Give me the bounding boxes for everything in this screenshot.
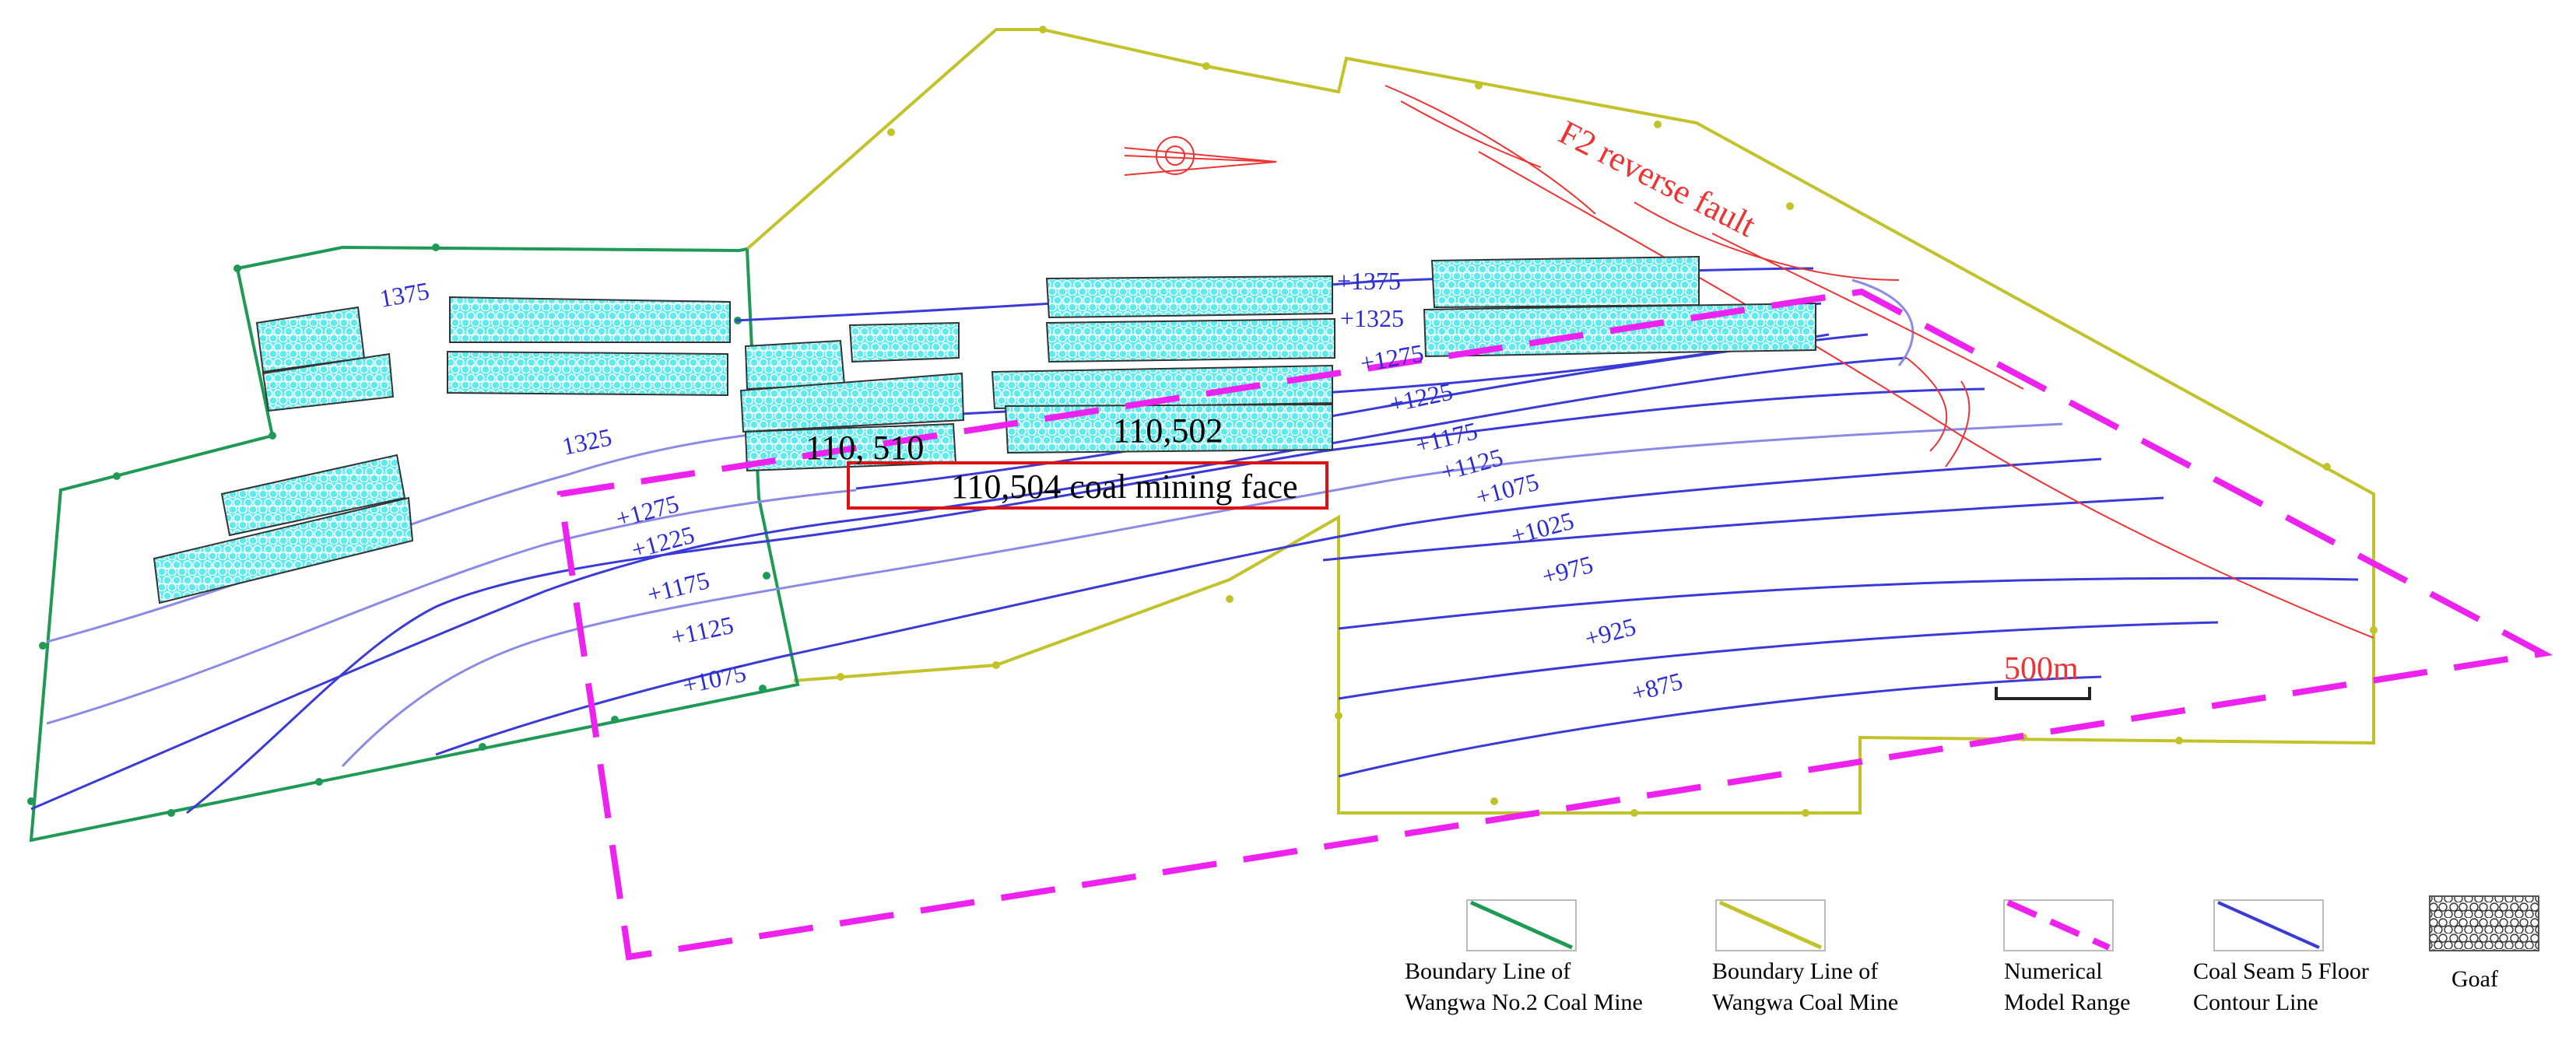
svg-text:Wangwa No.2 Coal Mine: Wangwa No.2 Coal Mine: [1405, 990, 1643, 1015]
contour-label-1125: +1125: [669, 611, 736, 651]
legend-item-no2-boundary: Boundary Line of Wangwa No.2 Coal Mine: [1405, 899, 1643, 1015]
goaf-panel: [220, 454, 406, 537]
contour-label-r1325: +1325: [1340, 304, 1404, 332]
fault-lines: [1385, 85, 2374, 639]
svg-text:Contour Line: Contour Line: [2193, 990, 2318, 1015]
svg-text:Goaf: Goaf: [2451, 966, 2498, 992]
contour-label-r925: +925: [1581, 612, 1638, 653]
contour-lines: [30, 267, 2359, 815]
goaf-panel: [1045, 317, 1335, 363]
goaf-panel: [1045, 275, 1333, 319]
goaf-panel: [153, 496, 414, 604]
legend-item-contour: Coal Seam 5 Floor Contour Line: [2193, 899, 2369, 1015]
panel-110502-label: 110,502: [1113, 412, 1223, 450]
contour-label-r1225: +1225: [1387, 377, 1455, 418]
goaf-panel: [744, 339, 846, 391]
contour-label-r1025: +1025: [1507, 506, 1577, 550]
svg-text:Wangwa Coal Mine: Wangwa Coal Mine: [1712, 990, 1898, 1015]
svg-text:Coal Seam 5 Floor: Coal Seam 5 Floor: [2193, 958, 2369, 984]
svg-text:Boundary Line of: Boundary Line of: [1405, 958, 1571, 984]
north-arrow-icon: [1124, 136, 1277, 176]
contour-label-r875: +875: [1628, 667, 1685, 707]
goaf-panel: [449, 296, 731, 343]
fault-label: F2 reverse fault: [1553, 113, 1761, 244]
contour-label-1075: +1075: [680, 659, 749, 699]
contour-label-r1275: +1275: [1358, 338, 1426, 377]
goaf-panel: [739, 372, 965, 433]
mining-face-label: 110,504 coal mining face: [951, 468, 1298, 506]
panel-110510-label: 110, 510: [805, 429, 924, 467]
scale-bar-label: 500m: [2004, 651, 2079, 687]
contour-label-1325: 1325: [560, 422, 614, 461]
scale-bar: 500m: [1995, 651, 2091, 700]
goaf-panel: [848, 321, 960, 363]
numerical-model-range: [556, 288, 2553, 961]
goaf-panel: [991, 364, 1333, 410]
legend-item-wangwa-boundary: Boundary Line of Wangwa Coal Mine: [1712, 899, 1898, 1015]
goaf-panel: [261, 352, 395, 412]
contour-label-1375: 1375: [377, 276, 431, 313]
svg-text:Boundary Line of: Boundary Line of: [1712, 958, 1878, 984]
legend: Boundary Line of Wangwa No.2 Coal Mine B…: [1405, 895, 2539, 1015]
svg-text:Numerical: Numerical: [2004, 958, 2103, 984]
legend-item-goaf: Goaf: [2429, 895, 2539, 992]
goaf-panel: [1430, 255, 1700, 309]
svg-text:Model Range: Model Range: [2004, 990, 2130, 1015]
contour-label-r1375: +1375: [1337, 267, 1401, 295]
contour-label-r975: +975: [1539, 550, 1595, 590]
goaf-panel: [447, 350, 728, 397]
legend-item-model-range: Numerical Model Range: [2003, 899, 2130, 1015]
goaf-panel: [1004, 403, 1333, 454]
mining-face-box: [847, 461, 1328, 510]
goaf-areas: [153, 255, 1816, 604]
